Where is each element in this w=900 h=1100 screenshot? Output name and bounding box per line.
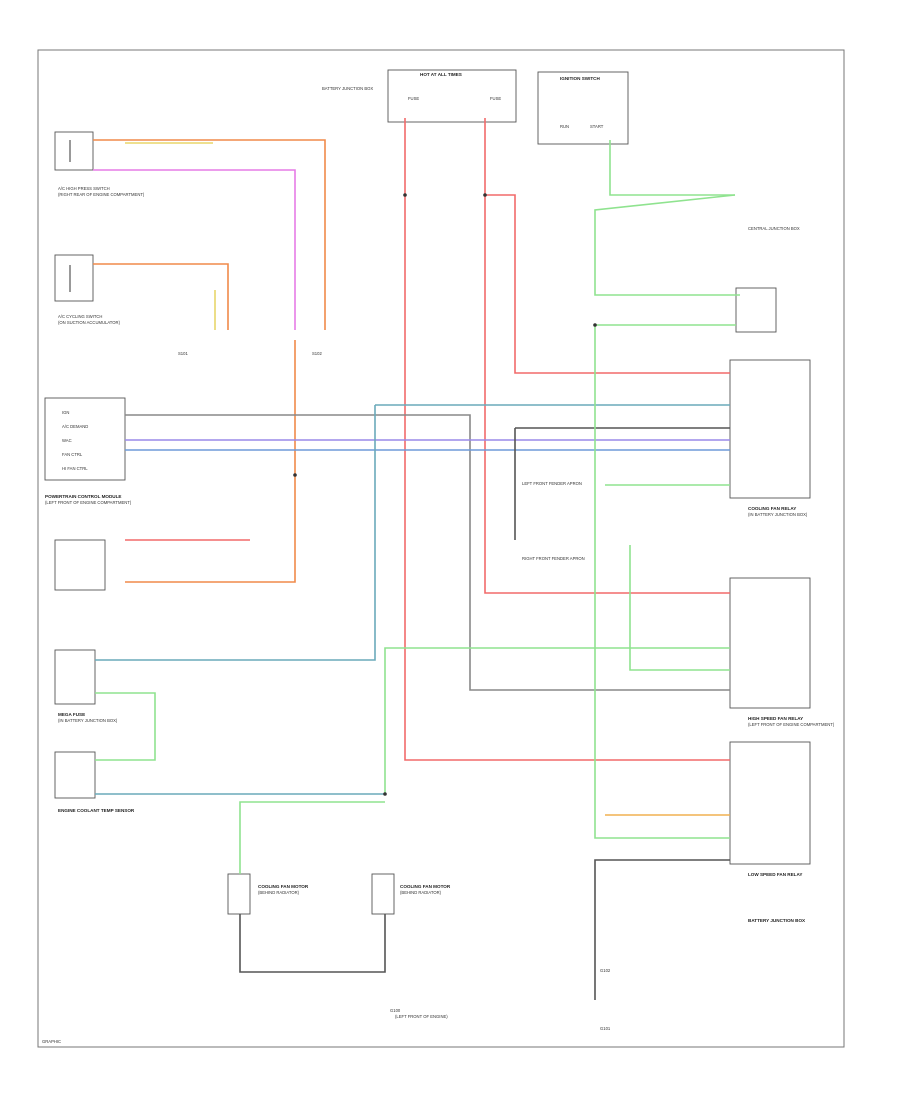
fan-relay-top-box bbox=[735, 287, 777, 333]
label-ignition: IGNITION SWITCH bbox=[560, 76, 600, 81]
high-fan-relay-box bbox=[729, 577, 811, 709]
pcm-pin-1: IGN bbox=[62, 410, 69, 415]
low-fan-relay-box bbox=[729, 741, 811, 865]
ac-cycling-switch-box bbox=[54, 254, 94, 302]
label-hi-fan-relay: HIGH SPEED FAN RELAY bbox=[748, 716, 803, 721]
pcm-pin-5: HI FAN CTRL bbox=[62, 466, 88, 471]
ac-press-switch-box bbox=[54, 131, 94, 171]
label-right-ground: RIGHT FRONT FENDER APRON bbox=[522, 556, 585, 561]
wire-green-left-motor bbox=[239, 801, 385, 874]
wire-ground-right bbox=[594, 859, 730, 1000]
wire-red-fan-relay bbox=[484, 118, 730, 594]
splice-dot-1 bbox=[403, 193, 407, 197]
label-mega-note: (IN BATTERY JUNCTION BOX) bbox=[58, 718, 118, 723]
label-fuse-box: HOT AT ALL TIMES bbox=[420, 72, 462, 77]
label-ign-start: START bbox=[590, 124, 604, 129]
fan-motor-1-box bbox=[227, 873, 251, 915]
label-mega-fuse: MEGA FUSE bbox=[58, 712, 85, 717]
fan-motor-2-box bbox=[371, 873, 395, 915]
label-fuse-b: FUSE bbox=[490, 96, 501, 101]
label-fan-motor-2: COOLING FAN MOTOR bbox=[400, 884, 451, 889]
label-g102: G102 bbox=[600, 968, 611, 973]
pcm-box bbox=[44, 397, 126, 481]
left-switch-box bbox=[54, 539, 106, 591]
ignition-switch-box bbox=[537, 71, 629, 145]
label-central-jct: CENTRAL JUNCTION BOX bbox=[748, 226, 800, 231]
label-hi-fan-note: (LEFT FRONT OF ENGINE COMPARTMENT) bbox=[748, 722, 835, 727]
label-splice-b: S102 bbox=[312, 351, 322, 356]
wire-red-main bbox=[404, 118, 730, 761]
label-pcm-note: (LEFT FRONT OF ENGINE COMPARTMENT) bbox=[45, 500, 132, 505]
label-ign-run: RUN bbox=[560, 124, 569, 129]
label-fan-motor-2-note: (BEHIND RADIATOR) bbox=[400, 890, 442, 895]
label-battery: BATTERY JUNCTION BOX bbox=[748, 918, 806, 923]
label-left-ground: LEFT FRONT FENDER APRON bbox=[522, 481, 582, 486]
wire-pink bbox=[93, 169, 296, 330]
diagram-frame bbox=[37, 49, 845, 1048]
label-ac-cyc-note: (ON SUCTION ACCUMULATOR) bbox=[58, 320, 121, 325]
wire-green-mid bbox=[629, 545, 730, 671]
wire-grey-pcm bbox=[125, 414, 730, 691]
footer-label: GRAPHIC bbox=[42, 1039, 61, 1044]
label-power-dist: BATTERY JUNCTION BOX bbox=[322, 86, 373, 91]
label-fan-relay-note: (IN BATTERY JUNCTION BOX) bbox=[748, 512, 808, 517]
wire-green-ign bbox=[609, 140, 735, 196]
label-fan-motor-1: COOLING FAN MOTOR bbox=[258, 884, 309, 889]
label-fan-relay: COOLING FAN RELAY bbox=[748, 506, 796, 511]
wire-ground-motors bbox=[239, 914, 386, 973]
label-ac-press: A/C HIGH PRESS SWITCH bbox=[58, 186, 110, 191]
wire-green-relay bbox=[594, 324, 736, 839]
label-g100: G100 bbox=[390, 1008, 401, 1013]
label-splice-a: S101 bbox=[178, 351, 188, 356]
wire-orange-mid bbox=[93, 263, 229, 330]
wire-orange-long bbox=[125, 340, 296, 583]
label-low-fan-relay: LOW SPEED FAN RELAY bbox=[748, 872, 802, 877]
pcm-pin-2: A/C DEMAND bbox=[62, 424, 88, 429]
wire-green-mega bbox=[95, 692, 156, 761]
splice-dot-5 bbox=[593, 323, 597, 327]
label-g101: G101 bbox=[600, 1026, 611, 1031]
splice-dot-2 bbox=[483, 193, 487, 197]
wire-green-motor bbox=[384, 647, 730, 794]
fuse-box bbox=[387, 69, 517, 123]
label-ground-note: (LEFT FRONT OF ENGINE) bbox=[395, 1014, 448, 1019]
pcm-pin-4: FAN CTRL bbox=[62, 452, 83, 457]
label-sensor: ENGINE COOLANT TEMP SENSOR bbox=[58, 808, 135, 813]
label-ac-press-note: (RIGHT REAR OF ENGINE COMPARTMENT) bbox=[58, 192, 145, 197]
wire-orange-top bbox=[93, 139, 326, 330]
wire-green-dist bbox=[594, 194, 740, 296]
label-fuse-a: FUSE bbox=[408, 96, 419, 101]
label-fan-motor-1-note: (BEHIND RADIATOR) bbox=[258, 890, 300, 895]
pcm-pin-3: WAC bbox=[62, 438, 72, 443]
cooling-fan-relay-box bbox=[729, 359, 811, 499]
coolant-sensor-box bbox=[54, 751, 96, 799]
label-pcm: POWERTRAIN CONTROL MODULE bbox=[45, 494, 121, 499]
splice-dot-4 bbox=[383, 792, 387, 796]
splice-dot-3 bbox=[293, 473, 297, 477]
wire-teal-mega bbox=[95, 405, 376, 661]
wire-red-relay bbox=[485, 194, 730, 374]
mega-fuse-box bbox=[54, 649, 96, 705]
label-ac-cyc: A/C CYCLING SWITCH bbox=[58, 314, 102, 319]
